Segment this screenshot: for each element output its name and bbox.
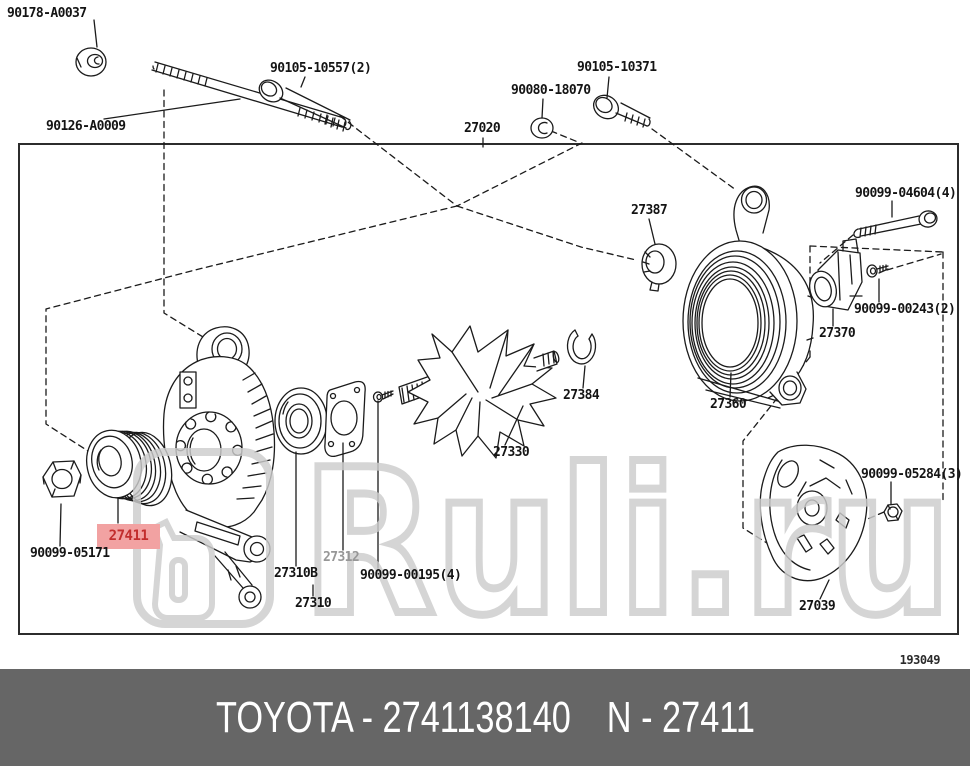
footer-bar: TOYOTA - 2741138140 N - 27411 [0, 669, 970, 766]
diagram-frame [18, 143, 959, 635]
svg-text:Ruli.ru: Ruli.ru [302, 427, 952, 660]
part-drawing-nut-05284 [883, 503, 903, 522]
part-label-90178-a0037[interactable]: 90178-A0037 [7, 6, 87, 21]
part-label-90126-a0009[interactable]: 90126-A0009 [46, 119, 126, 134]
part-label-27360[interactable]: 27360 [710, 397, 747, 412]
part-label-27020[interactable]: 27020 [464, 121, 501, 136]
part-drawing-bolt-04604 [853, 210, 938, 239]
part-drawing-screw-00243 [866, 264, 889, 278]
part-label-27387[interactable]: 27387 [631, 203, 668, 218]
part-label-90099-05284[interactable]: 90099-05284(3) [861, 467, 963, 482]
part-label-27330[interactable]: 27330 [493, 445, 530, 460]
part-label-27310[interactable]: 27310 [295, 596, 332, 611]
part-drawing-27312 [324, 380, 366, 458]
part-drawing-bolt-10557 [258, 79, 352, 132]
part-drawing-27310 [162, 326, 276, 609]
part-drawing-27360 [682, 185, 815, 409]
part-label-27039[interactable]: 27039 [799, 599, 836, 614]
part-label-27384[interactable]: 27384 [563, 388, 600, 403]
part-drawing-bearing-27310b [274, 387, 328, 455]
footer-number-ref: N - 27411 [606, 692, 755, 742]
part-drawing-27370 [809, 238, 863, 311]
diagram-code: 193049 [899, 653, 941, 667]
part-label-27310b[interactable]: 27310B [274, 566, 318, 581]
part-drawing-bolt-10371 [592, 94, 651, 128]
part-label-90099-00243[interactable]: 90099-00243(2) [854, 302, 956, 317]
part-label-90099-05171[interactable]: 90099-05171 [30, 546, 110, 561]
part-drawing-27330 [398, 325, 560, 459]
part-label-27411-highlighted[interactable]: 27411 [97, 524, 160, 549]
part-drawing-27039 [759, 444, 868, 582]
footer-catalog-ref: TOYOTA - 2741138140 [215, 692, 571, 742]
part-label-90099-00195[interactable]: 90099-00195(4) [360, 568, 462, 583]
part-label-90099-04604[interactable]: 90099-04604(4) [855, 186, 957, 201]
part-drawing-nut-90178 [75, 47, 107, 77]
leader-lines [59, 19, 893, 600]
part-label-90080-18070[interactable]: 90080-18070 [511, 83, 591, 98]
part-label-27370[interactable]: 27370 [819, 326, 856, 341]
part-drawing-nut-05171 [42, 460, 82, 498]
part-label-27312[interactable]: 27312 [323, 550, 360, 565]
part-drawing-27384 [566, 329, 597, 365]
part-label-90105-10557[interactable]: 90105-10557(2) [270, 61, 372, 76]
part-label-90105-10371[interactable]: 90105-10371 [577, 60, 657, 75]
part-drawing-27387 [641, 243, 677, 292]
